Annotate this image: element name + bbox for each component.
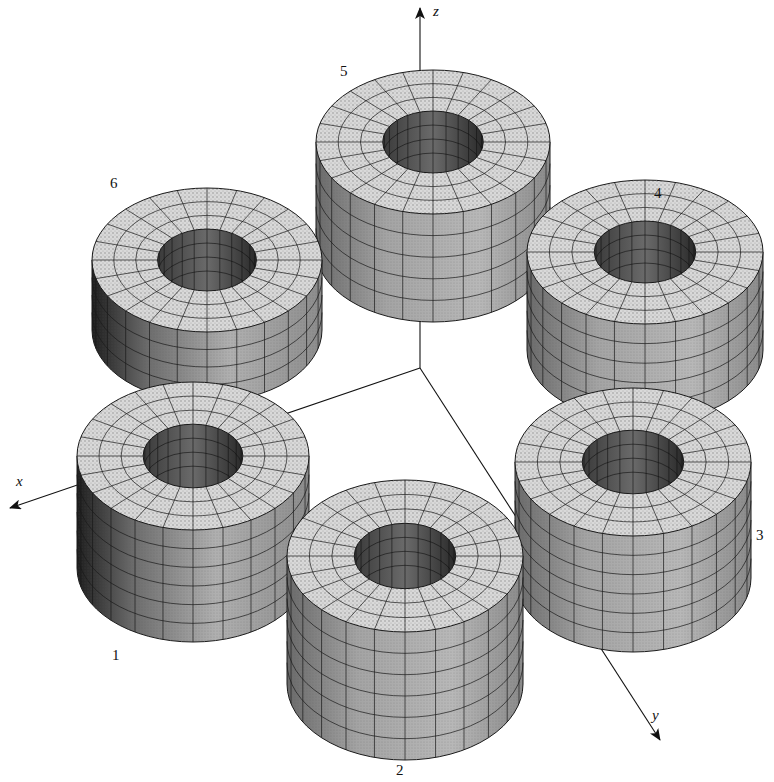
meshed-cylinder <box>287 480 523 760</box>
callout-number: 6 <box>110 176 118 191</box>
axis-label: x <box>16 474 23 489</box>
meshed-cylinder <box>527 180 763 422</box>
meshed-cylinder <box>92 188 322 402</box>
callout-number: 4 <box>654 186 662 201</box>
meshed-cylinder <box>316 70 550 322</box>
callout-number: 3 <box>756 528 764 543</box>
meshed-cylinder <box>515 388 751 652</box>
callout-number: 1 <box>112 648 120 663</box>
callout-number: 5 <box>340 64 348 79</box>
axis-label: y <box>652 708 659 723</box>
callout-number: 2 <box>396 763 404 778</box>
axis-label: z <box>433 4 439 19</box>
meshed-cylinder <box>77 382 309 642</box>
hollow-cylinders <box>77 70 763 760</box>
